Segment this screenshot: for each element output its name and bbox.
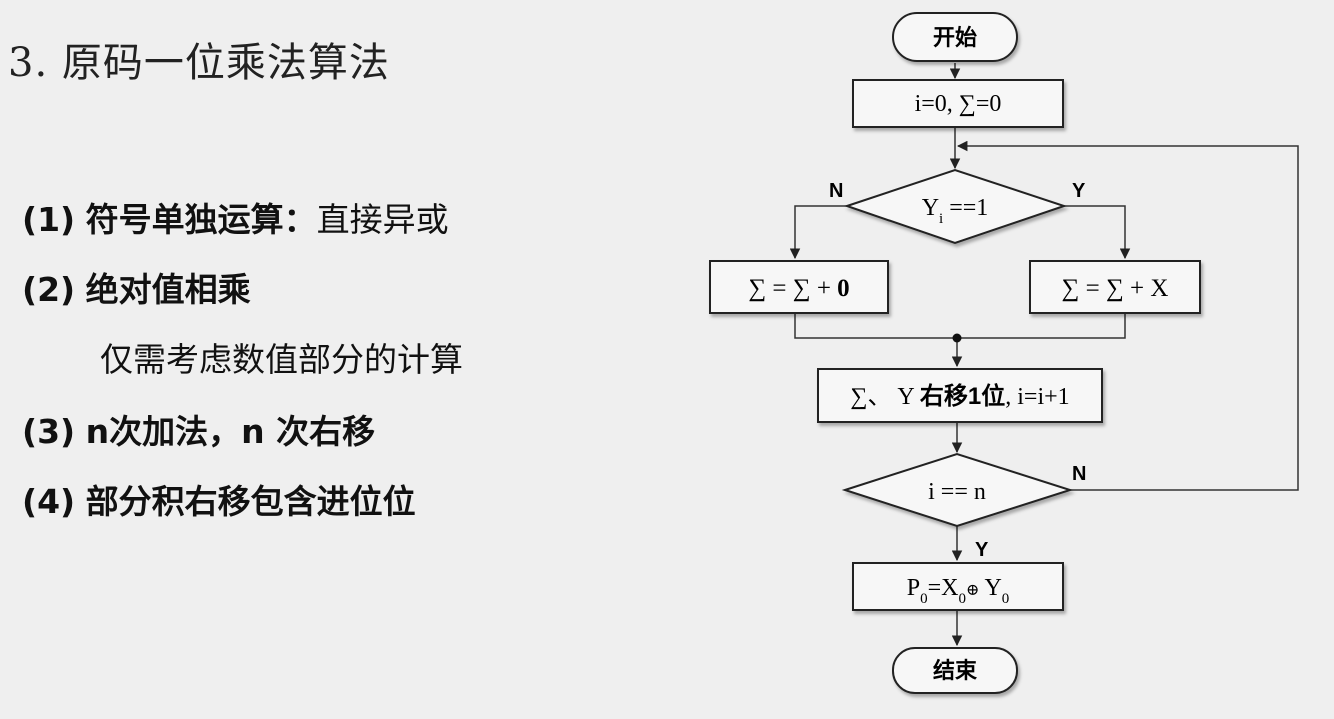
edge-loop-back bbox=[956, 140, 1299, 491]
init-label: i=0, ∑=0 bbox=[915, 91, 1002, 117]
cond1-no-label: N bbox=[829, 180, 843, 202]
sign-box bbox=[852, 562, 1064, 611]
start-label: 开始 bbox=[933, 25, 977, 50]
point-1-rest: 直接异或 bbox=[316, 200, 449, 239]
yes-branch-box bbox=[1029, 260, 1201, 314]
point-2-num: (2) bbox=[22, 270, 76, 309]
cond2-label: i == n bbox=[928, 479, 986, 505]
no-branch-label: ∑ = ∑ + 0 bbox=[748, 275, 849, 302]
end-node bbox=[892, 647, 1018, 694]
point-2-sub: 仅需考虑数值部分的计算 bbox=[100, 340, 463, 379]
point-2-bold: 绝对值相乘 bbox=[85, 270, 251, 309]
slide-title: 3. 原码一位乘法算法 bbox=[8, 40, 390, 86]
edge-cond1-no bbox=[789, 205, 847, 260]
point-3: (3) n次加法，n 次右移 bbox=[22, 405, 375, 453]
point-3-num: (3) bbox=[22, 412, 76, 451]
point-2: (2) 绝对值相乘 bbox=[22, 263, 251, 311]
cond2-no-label: N bbox=[1072, 463, 1086, 485]
no-branch-box bbox=[709, 260, 889, 314]
shift-label: ∑、 Y 右移1位, i=i+1 bbox=[850, 382, 1069, 410]
shift-box bbox=[817, 368, 1103, 423]
cond1-label: Yi ==1 bbox=[922, 195, 989, 227]
cond2-yes-label: Y bbox=[975, 539, 989, 561]
merge-dot bbox=[952, 333, 962, 343]
edge-cond1-yes bbox=[1064, 205, 1131, 260]
point-4: (4) 部分积右移包含进位位 bbox=[22, 475, 416, 523]
point-4-bold: 部分积右移包含进位位 bbox=[85, 482, 416, 521]
point-3-bold: n次加法，n 次右移 bbox=[85, 412, 376, 451]
point-1: (1) 符号单独运算：直接异或 bbox=[22, 193, 449, 241]
sign-label: P0=X0⊕ Y0 bbox=[907, 575, 1010, 607]
edge-merge bbox=[794, 314, 1126, 339]
start-node bbox=[892, 12, 1018, 62]
yes-branch-label: ∑ = ∑ + X bbox=[1062, 275, 1169, 302]
point-1-bold: 符号单独运算： bbox=[85, 200, 317, 239]
cond1-diamond bbox=[843, 168, 1068, 245]
init-box bbox=[852, 79, 1064, 128]
end-label: 结束 bbox=[933, 658, 978, 683]
cond1-yes-label: Y bbox=[1072, 180, 1086, 202]
point-4-num: (4) bbox=[22, 482, 76, 521]
point-1-num: (1) bbox=[22, 200, 76, 239]
cond2-diamond bbox=[841, 452, 1074, 528]
